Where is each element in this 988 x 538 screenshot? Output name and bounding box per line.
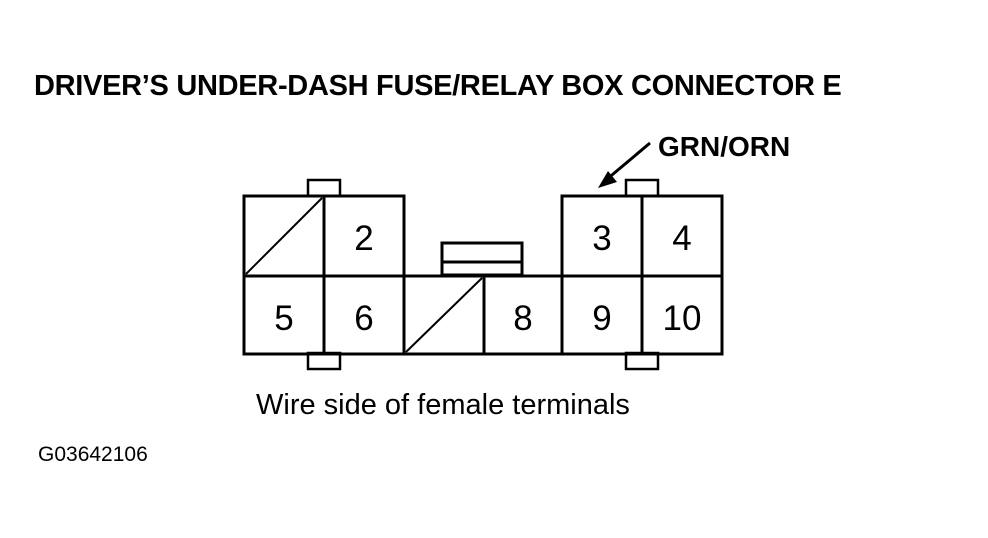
lock-tab <box>440 241 524 277</box>
wire-color-label: GRN/ORN <box>658 131 791 162</box>
diagram-caption: Wire side of female terminals <box>256 389 630 421</box>
terminal-2: 2 <box>354 219 373 258</box>
callout-arrow-line <box>605 141 651 182</box>
unused-cavity-7 <box>405 277 483 353</box>
terminal-10: 10 <box>663 299 702 338</box>
terminal-3: 3 <box>592 219 611 258</box>
unused-cavity-1 <box>245 197 323 275</box>
terminal-6: 6 <box>354 299 373 338</box>
figure-code: G03642106 <box>38 443 148 466</box>
diagram-title: DRIVER’S UNDER-DASH FUSE/RELAY BOX CONNE… <box>34 70 842 102</box>
top-left-tab <box>306 178 342 198</box>
top-right-tab <box>624 178 660 198</box>
terminal-9: 9 <box>592 299 611 338</box>
terminal-4: 4 <box>672 219 691 258</box>
terminal-5: 5 <box>274 299 293 338</box>
callout-arrowhead <box>598 171 617 188</box>
terminal-8: 8 <box>513 299 532 338</box>
